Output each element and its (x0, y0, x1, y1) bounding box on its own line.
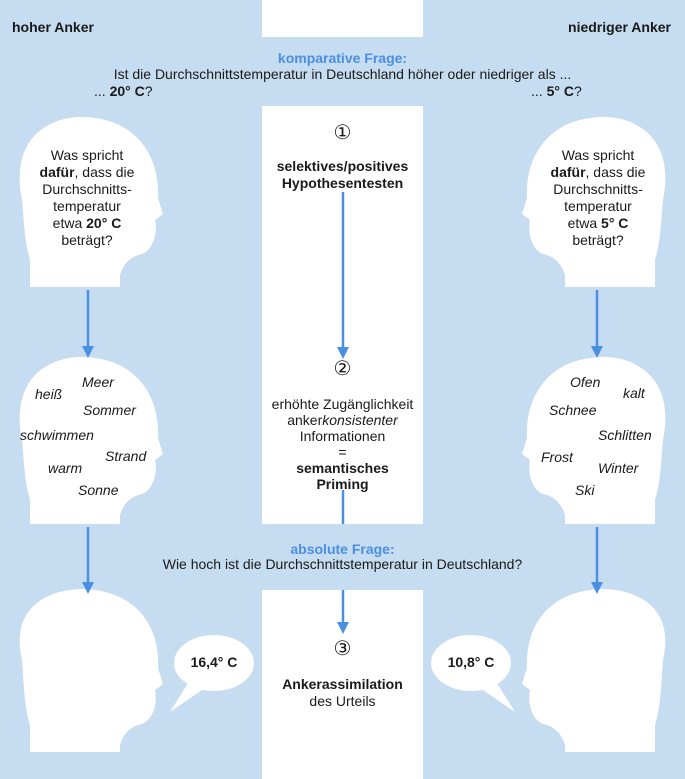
left-anchor-value: ... 20° C? (94, 83, 153, 99)
right-word-ski: Ski (575, 482, 595, 498)
step-3-label: Ankerassimilation des Urteils (282, 676, 403, 709)
left-head-1 (19, 116, 163, 287)
right-word-schlitten: Schlitten (598, 427, 652, 443)
left-head-2 (19, 356, 163, 524)
left-bubble-tail (170, 680, 205, 712)
left-word-meer: Meer (82, 374, 114, 390)
right-word-winter: Winter (598, 460, 639, 476)
right-answer: 10,8° C (447, 654, 495, 670)
step-3-number: ③ (333, 638, 352, 660)
left-word-schwimmen: schwimmen (20, 427, 94, 443)
left-title: hoher Anker (12, 19, 94, 35)
right-word-schnee: Schnee (549, 402, 597, 418)
absolute-heading: absolute Frage: (290, 541, 395, 557)
right-head-3 (522, 589, 666, 752)
right-word-kalt: kalt (623, 385, 645, 401)
step-1-label: selektives/positives Hypothesentesten (276, 158, 409, 191)
step-1-number: ① (333, 122, 352, 144)
right-title: niedriger Anker (568, 19, 671, 35)
left-bubble (174, 635, 254, 691)
step-2-label: erhöhte Zugänglichkeit ankerkonsistenter… (271, 396, 414, 492)
left-word-warm: warm (48, 460, 83, 476)
left-word-sommer: Sommer (83, 402, 136, 418)
left-answer: 16,4° C (190, 654, 238, 670)
right-word-ofen: Ofen (570, 374, 601, 390)
right-word-frost: Frost (541, 449, 573, 465)
comparative-question: Ist die Durchschnittstemperatur in Deuts… (113, 66, 572, 82)
comparative-heading: komparative Frage: (277, 50, 408, 66)
left-word-heiss: heiß (35, 386, 63, 402)
right-head-2 (522, 356, 666, 524)
left-head-3 (19, 589, 163, 752)
middle-band (262, 524, 423, 590)
right-head-question: Was spricht dafür, dass die Durchschnitt… (550, 147, 646, 248)
right-bubble-tail (480, 680, 515, 712)
right-head-1 (522, 116, 666, 287)
top-band (262, 37, 423, 106)
left-head-question: Was spricht dafür, dass die Durchschnitt… (39, 147, 135, 248)
absolute-question: Wie hoch ist die Durchschnittstemperatur… (162, 556, 523, 572)
step-2-number: ② (333, 358, 352, 380)
left-word-sonne: Sonne (78, 482, 119, 498)
right-bubble (431, 635, 511, 691)
left-word-strand: Strand (105, 448, 147, 464)
right-anchor-value: ... 5° C? (531, 83, 582, 99)
